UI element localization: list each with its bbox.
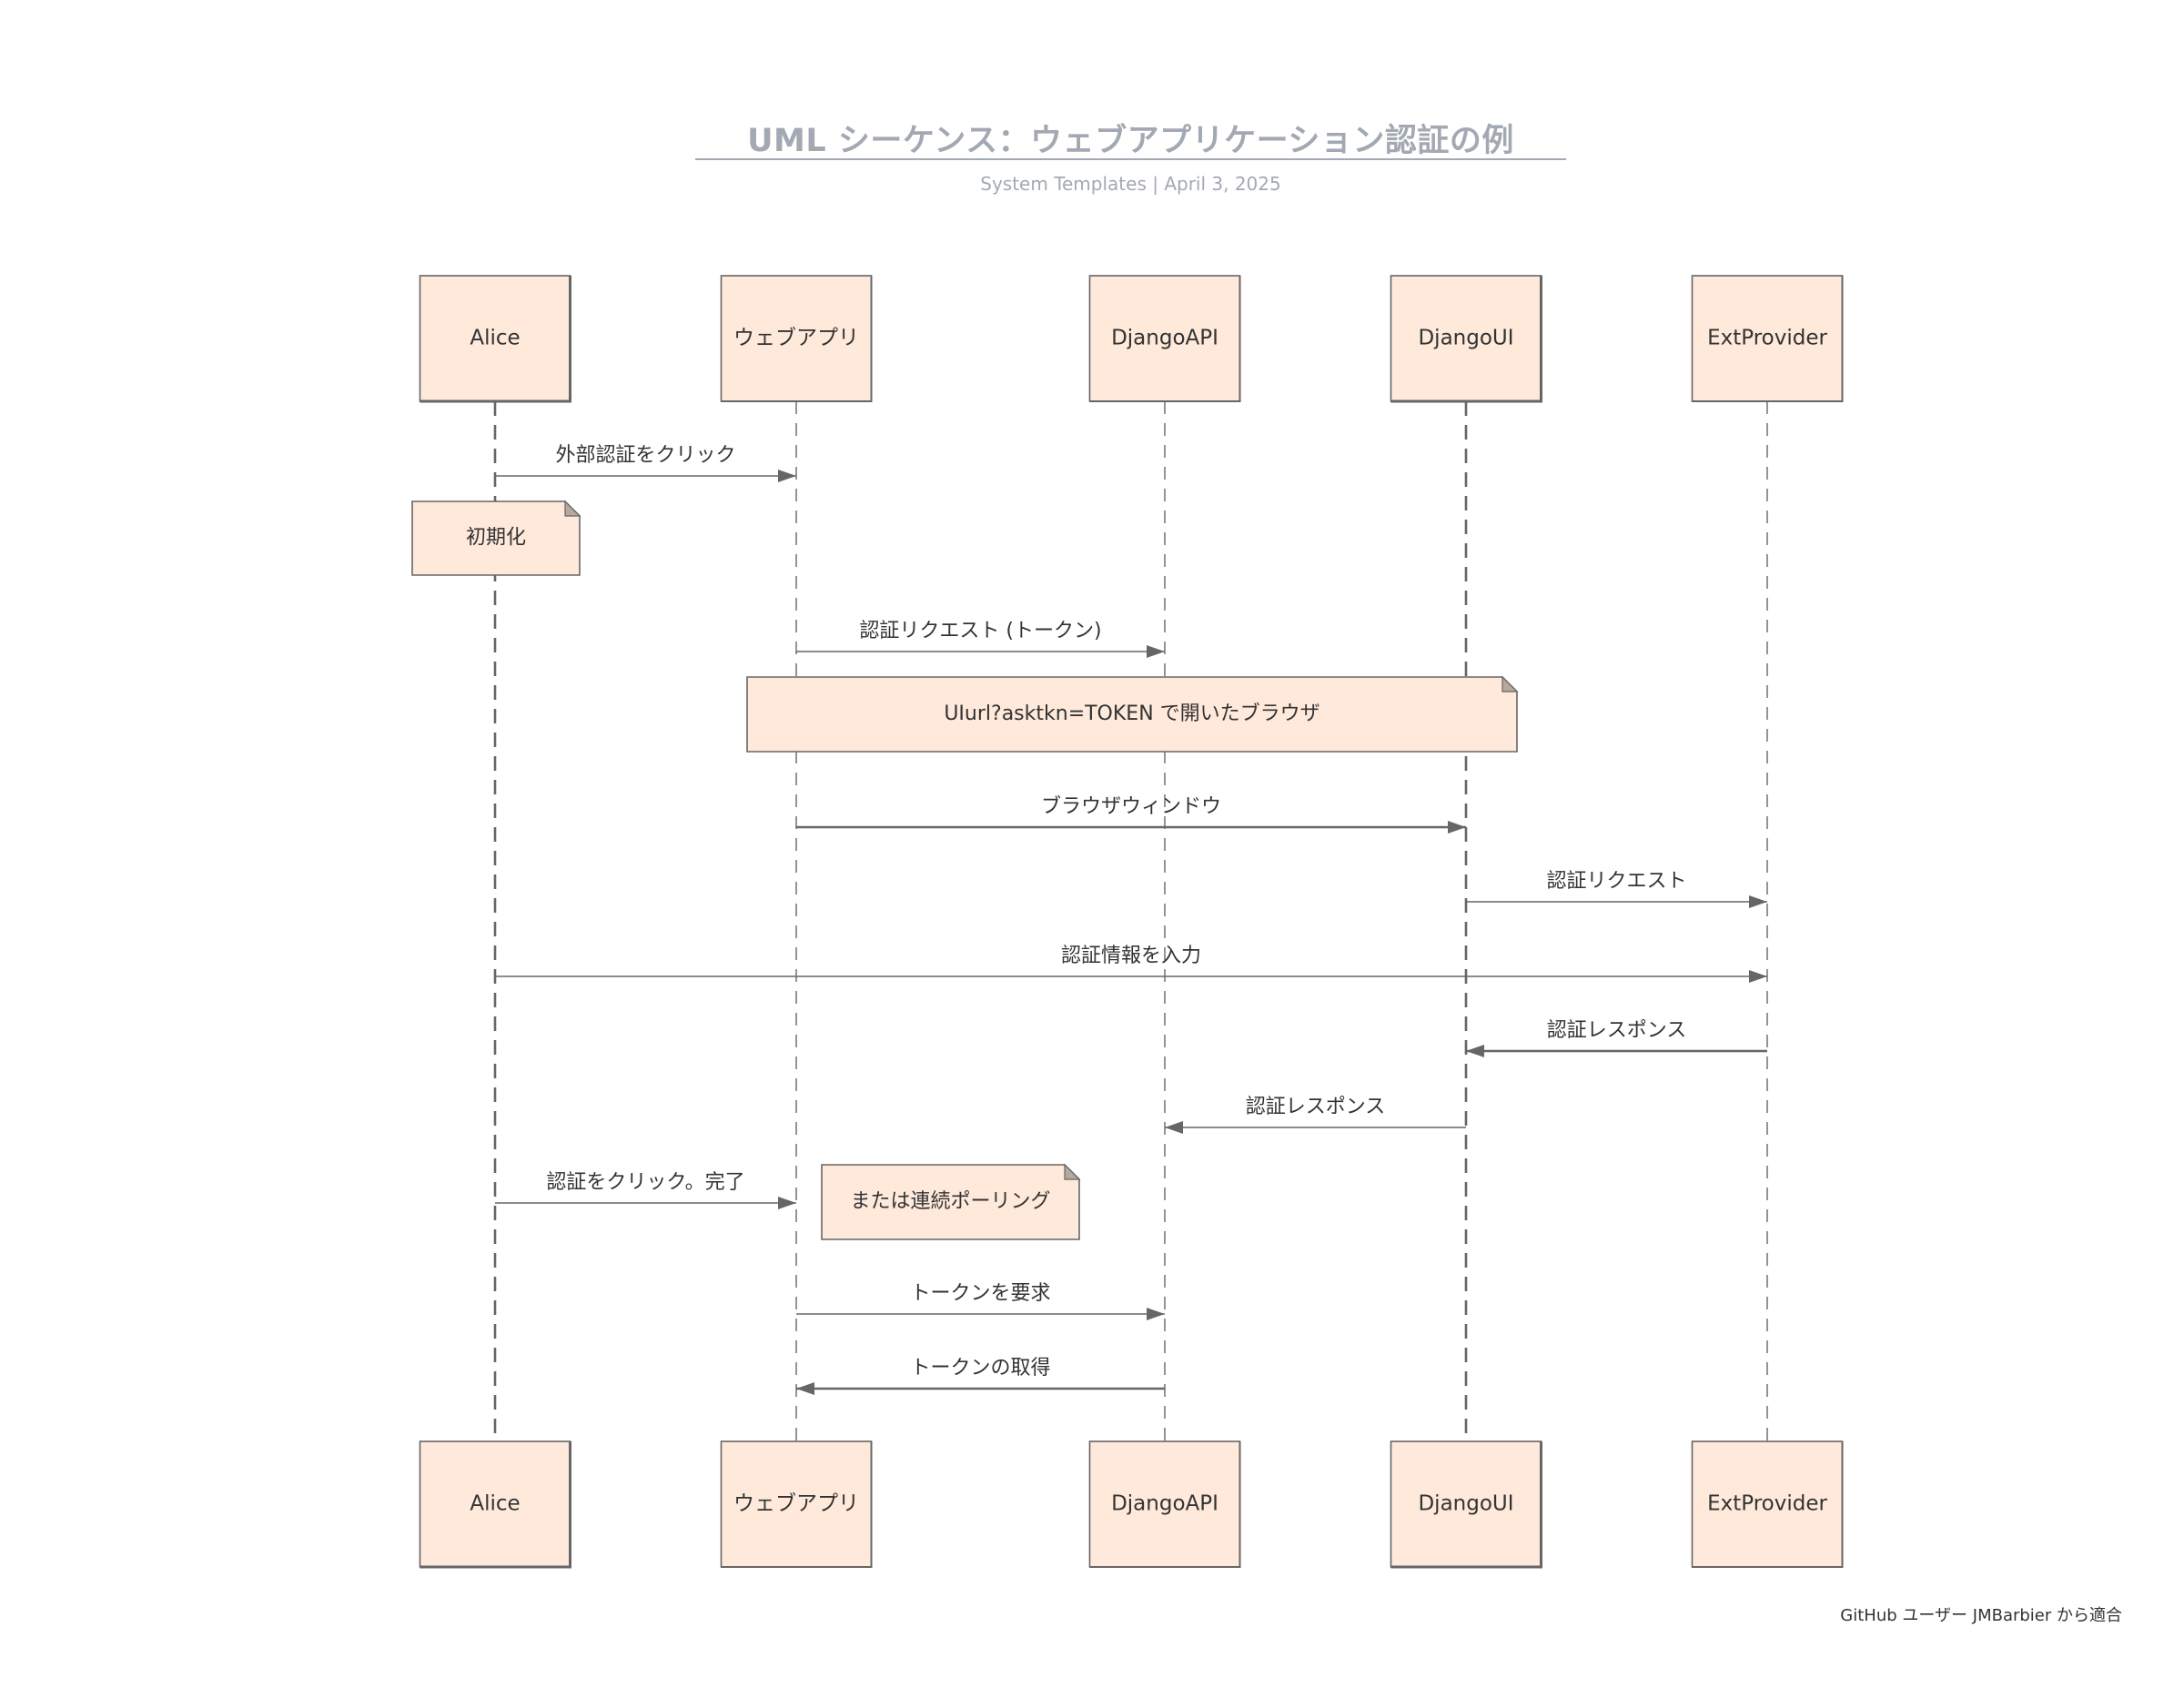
participant-extprovider-top[interactable]: ExtProvider: [1691, 275, 1844, 402]
note-body: [411, 500, 581, 576]
participant-box-edge: [420, 1441, 571, 1569]
participant-box: [720, 1440, 873, 1568]
participant-webapp-bottom[interactable]: ウェブアプリ: [720, 1440, 873, 1568]
participant-box-edge: [1390, 276, 1542, 403]
participant-label: ウェブアプリ: [733, 1492, 859, 1516]
participant-label: DjangoUI: [1418, 1492, 1513, 1516]
message-label: 認証リクエスト: [1546, 870, 1686, 893]
lifelines: [493, 401, 1768, 1441]
participant-djangoui-bottom[interactable]: DjangoUI: [1390, 1440, 1542, 1569]
participant-boxes: AliceAliceウェブアプリウェブアプリDjangoAPIDjangoAPI…: [419, 275, 1844, 1569]
note-body: [821, 1164, 1080, 1240]
message-webapp-to-djangoapi: 認証リクエスト (トークン): [796, 620, 1165, 658]
note-fold: [1064, 1163, 1081, 1180]
participant-extprovider-bottom[interactable]: ExtProvider: [1691, 1440, 1844, 1568]
participant-webapp-top[interactable]: ウェブアプリ: [720, 275, 873, 402]
participant-label: Alice: [470, 327, 520, 350]
participant-djangoapi-bottom[interactable]: DjangoAPI: [1088, 1440, 1241, 1568]
participant-label: ウェブアプリ: [733, 327, 859, 350]
participant-box: [1390, 1440, 1542, 1568]
participant-box-edge: [1089, 1441, 1241, 1568]
participant-alice-top[interactable]: Alice: [419, 275, 571, 403]
note-right-of-webapp: または連続ポーリング: [821, 1163, 1081, 1240]
participant-box: [1691, 275, 1844, 402]
participant-box-edge: [1390, 1441, 1542, 1569]
message-label: 認証情報を入力: [1061, 945, 1201, 967]
participant-box-edge: [721, 276, 873, 402]
diagram-subtitle: System Templates | April 3, 2025: [980, 173, 1281, 195]
note-label: 初期化: [466, 527, 526, 550]
participant-label: Alice: [470, 1492, 520, 1516]
participant-box: [419, 1440, 571, 1568]
message-label: 認証をクリック。完了: [546, 1171, 744, 1194]
title-underline: [695, 158, 1566, 160]
diagram-title: UML シーケンス：ウェブアプリケーション認証の例: [747, 123, 1514, 159]
participant-box: [1691, 1440, 1844, 1568]
participant-label: ExtProvider: [1707, 327, 1827, 350]
participant-alice-bottom[interactable]: Alice: [419, 1440, 571, 1569]
message-alice-to-extprovider: 認証情報を入力: [495, 945, 1767, 983]
participant-box-edge: [1089, 276, 1241, 402]
message-label: ブラウザウィンドウ: [1041, 795, 1221, 818]
participant-box-edge: [1692, 276, 1844, 402]
note-alice: 初期化: [411, 500, 581, 576]
message-djangoui-to-extprovider: 認証リクエスト: [1466, 870, 1767, 908]
message-webapp-to-djangoui: ブラウザウィンドウ: [796, 795, 1466, 834]
message-djangoapi-to-webapp: トークンの取得: [796, 1357, 1165, 1395]
message-label: トークンの取得: [910, 1357, 1050, 1380]
participant-label: DjangoUI: [1418, 327, 1513, 350]
message-extprovider-to-djangoui: 認証レスポンス: [1466, 1019, 1767, 1057]
note-body: [746, 676, 1518, 753]
participant-box-edge: [721, 1441, 873, 1568]
participant-box: [1088, 275, 1241, 402]
participant-label: DjangoAPI: [1111, 327, 1218, 350]
participant-djangoapi-top[interactable]: DjangoAPI: [1088, 275, 1241, 402]
message-webapp-to-djangoapi: トークンを要求: [796, 1282, 1165, 1320]
participant-label: ExtProvider: [1707, 1492, 1827, 1516]
message-djangoui-to-djangoapi: 認証レスポンス: [1165, 1096, 1466, 1134]
message-label: 認証リクエスト (トークン): [859, 620, 1101, 642]
message-alice-to-webapp: 外部認証をクリック: [495, 444, 796, 482]
participant-djangoui-top[interactable]: DjangoUI: [1390, 275, 1542, 403]
message-label: 外部認証をクリック: [555, 444, 735, 467]
message-label: トークンを要求: [910, 1282, 1050, 1305]
note-fold: [1502, 675, 1519, 692]
participant-box-edge: [420, 276, 571, 403]
note-span: UIurl?asktkn=TOKEN で開いたブラウザ: [746, 675, 1519, 753]
participant-label: DjangoAPI: [1111, 1492, 1218, 1516]
participant-box-edge: [1692, 1441, 1844, 1568]
participant-box: [1390, 275, 1542, 402]
note-label: UIurl?asktkn=TOKEN で開いたブラウザ: [944, 702, 1320, 725]
message-alice-to-webapp: 認証をクリック。完了: [495, 1171, 796, 1209]
message-label: 認証レスポンス: [1547, 1019, 1687, 1042]
note-fold: [564, 500, 581, 517]
footer-credit: GitHub ユーザー JMBarbier から適合: [1840, 1606, 2122, 1625]
note-label: または連続ポーリング: [850, 1190, 1050, 1213]
message-label: 認証レスポンス: [1246, 1096, 1386, 1118]
